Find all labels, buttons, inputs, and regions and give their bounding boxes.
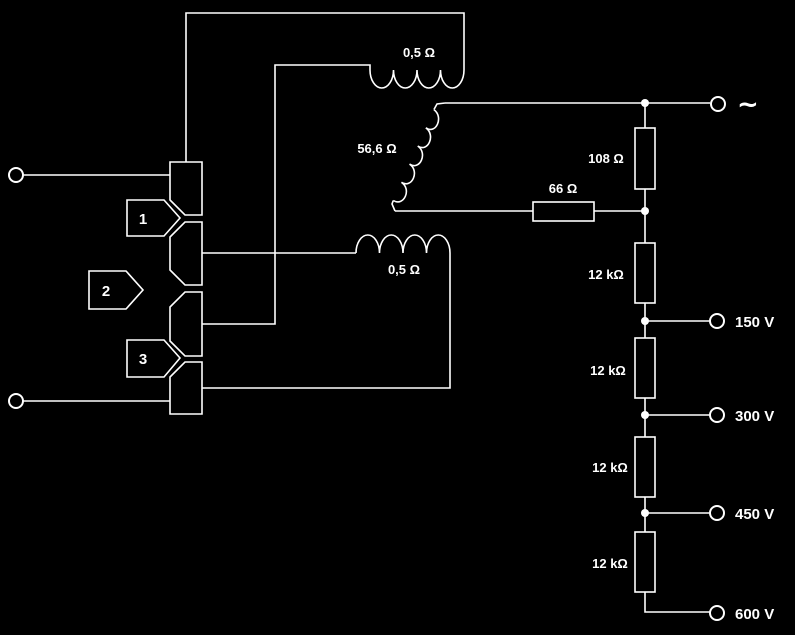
resistor-12k-4: [634, 531, 656, 593]
output-terminal-300v: [709, 407, 725, 423]
resistor-108-label: 108 Ω: [588, 151, 624, 166]
coil-top: [369, 69, 465, 89]
resistor-12k-1: [634, 242, 656, 304]
output-label-600v: 600 V: [735, 606, 774, 623]
input-terminal-top: [8, 167, 24, 183]
switch-marker-2-label: 2: [102, 283, 110, 300]
input-terminal-bottom: [8, 393, 24, 409]
switch-contact-a: [169, 161, 203, 216]
coil-bottom: [355, 234, 451, 254]
resistor-12k-1-label: 12 kΩ: [588, 267, 624, 282]
output-terminal-450v: [709, 505, 725, 521]
output-label-450v: 450 V: [735, 506, 774, 523]
resistor-66-label: 66 Ω: [549, 181, 578, 196]
switch-contact-b: [169, 221, 203, 286]
output-label-300v: 300 V: [735, 408, 774, 425]
resistor-12k-3: [634, 436, 656, 498]
wire-contact-c-to-top-coil: [202, 64, 371, 325]
resistor-12k-4-label: 12 kΩ: [592, 556, 628, 571]
switch-contact-d: [169, 361, 203, 415]
switch-marker-1-label: 1: [139, 211, 147, 228]
wire-contact-a-to-top-coil: [185, 12, 465, 162]
output-terminal-600v: [709, 605, 725, 621]
switch-marker-3: [126, 339, 182, 378]
output-label-150v: 150 V: [735, 314, 774, 331]
output-label-ac: ~: [737, 90, 759, 120]
junction-r66: [641, 207, 649, 215]
resistor-12k-2: [634, 337, 656, 399]
coil-bottom-label: 0,5 Ω: [388, 262, 420, 277]
wire-contact-d-to-bottom-coil: [202, 253, 451, 389]
coil-middle-label: 56,6 Ω: [357, 141, 396, 156]
switch-marker-3-label: 3: [139, 351, 147, 368]
resistor-12k-2-label: 12 kΩ: [590, 363, 626, 378]
output-terminal-ac: [710, 96, 726, 112]
wire-to-600v: [644, 592, 710, 613]
output-terminal-150v: [709, 313, 725, 329]
coil-top-label: 0,5 Ω: [403, 45, 435, 60]
resistor-12k-3-label: 12 kΩ: [592, 460, 628, 475]
switch-contact-c: [169, 291, 203, 357]
switch-marker-2: [88, 270, 145, 310]
switch-marker-1: [126, 199, 182, 237]
resistor-66: [532, 201, 595, 222]
coil-middle: [391, 102, 446, 212]
resistor-108: [634, 127, 656, 190]
